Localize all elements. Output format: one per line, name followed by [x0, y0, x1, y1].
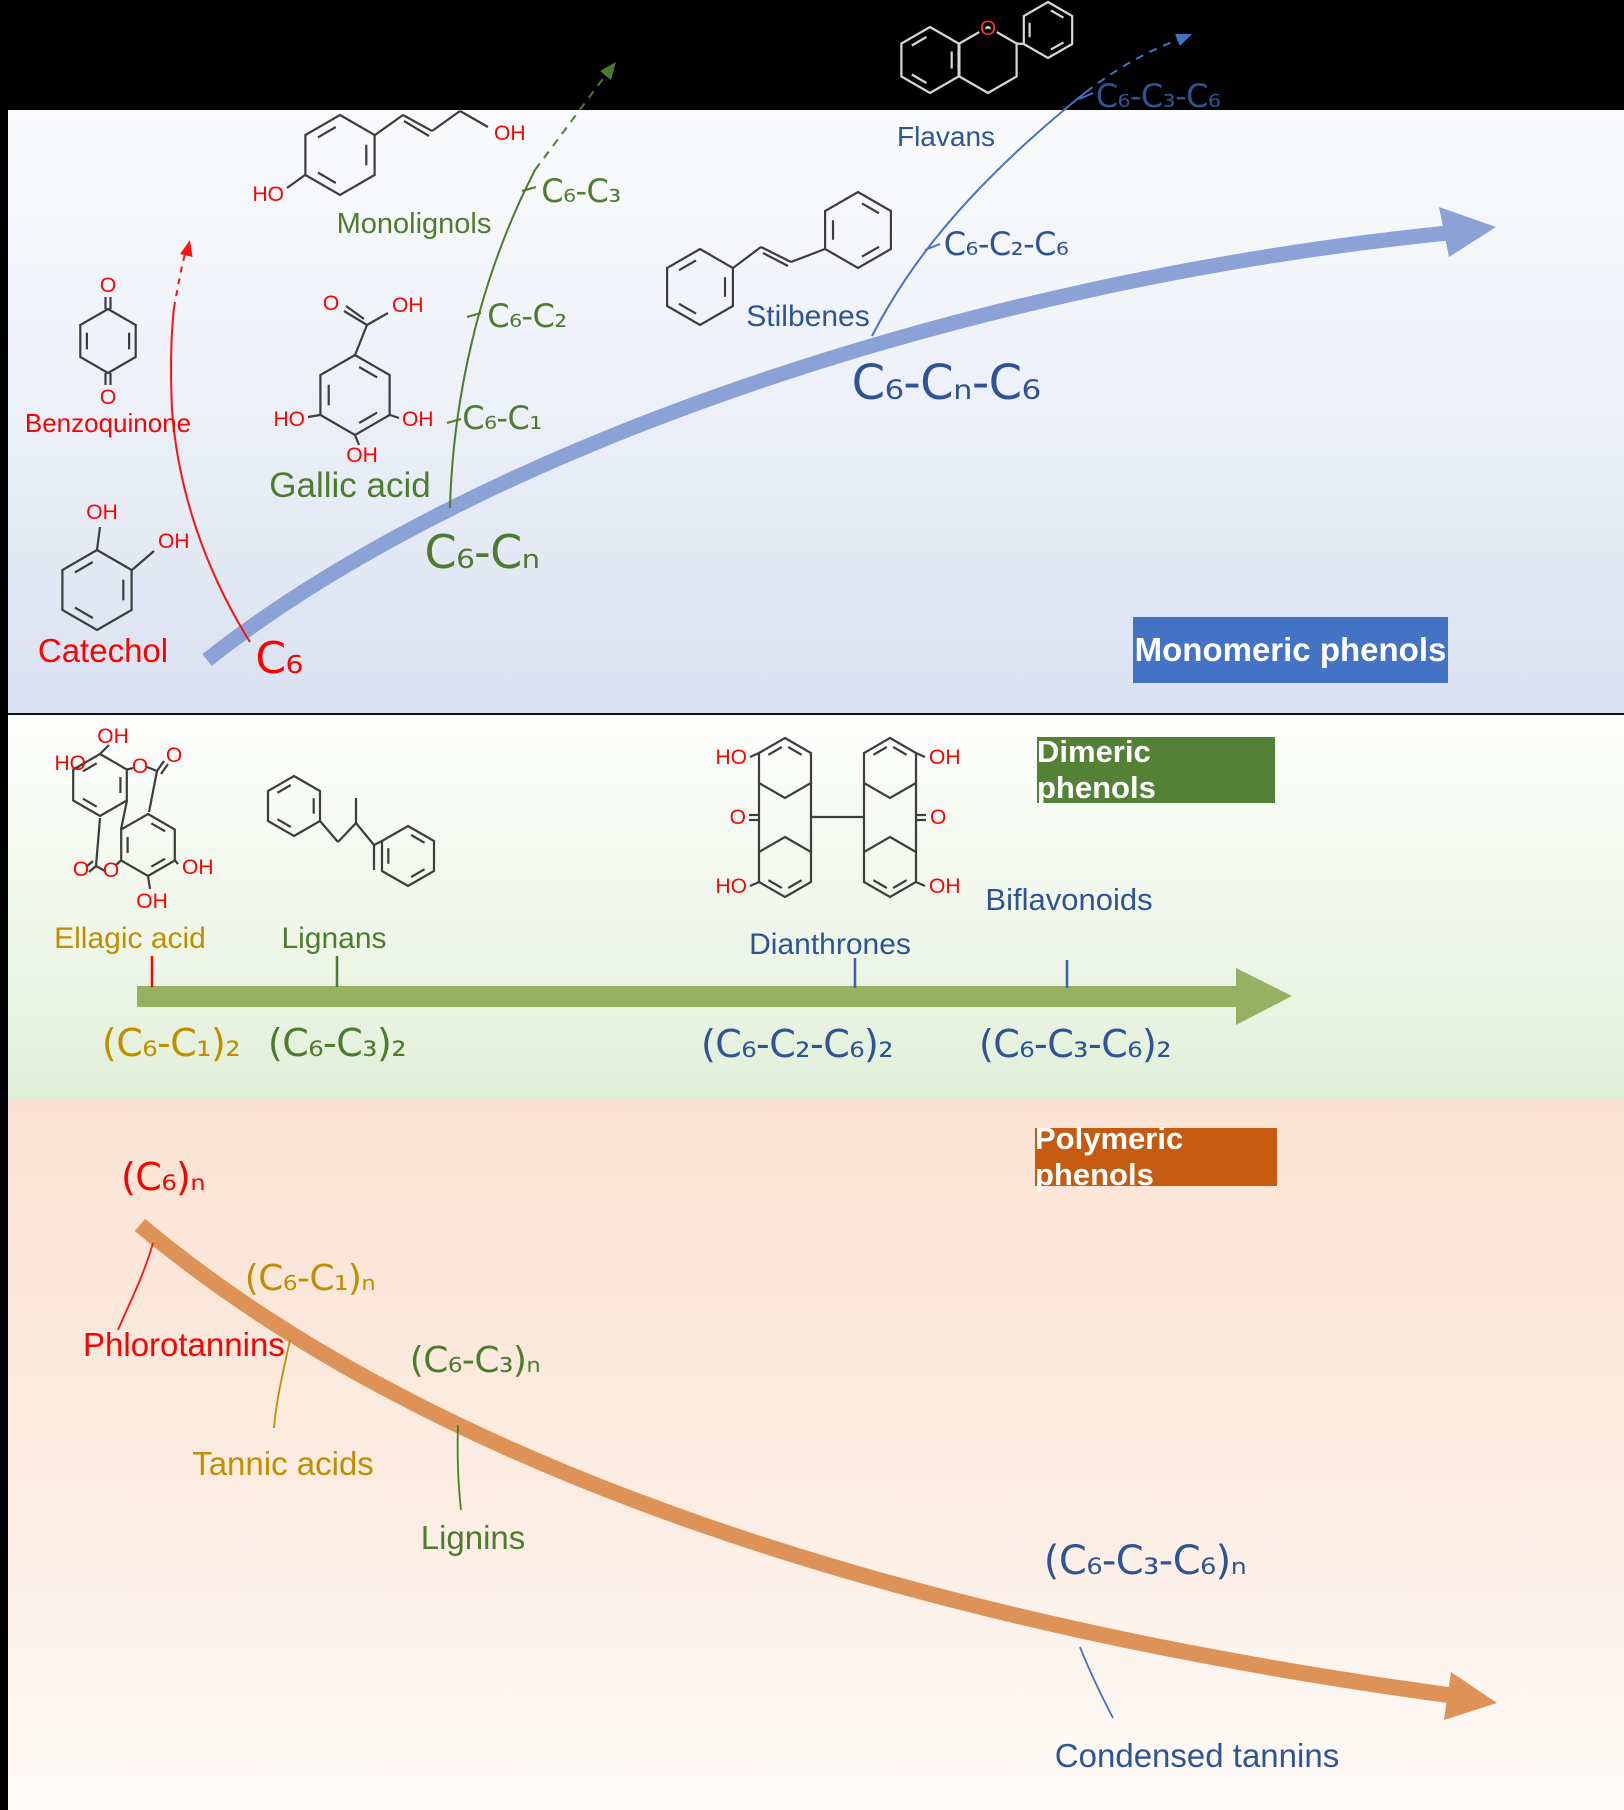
formula-c6-c3-polymer: (C₆-C₃)ₙ — [409, 1340, 541, 1381]
biflavonoids-label: Biflavonoids — [985, 882, 1153, 917]
tick-c6c3c6 — [1078, 92, 1094, 100]
dimeric-phenols-badge: Dimeric phenols — [1037, 734, 1275, 805]
formula-c6-cn-c6: C₆-Cₙ-C₆ — [851, 355, 1041, 411]
green-arrowhead-icon — [600, 62, 616, 80]
atom-o: O — [980, 17, 996, 40]
blue-arrowhead-icon — [1175, 34, 1192, 46]
formula-c6-c1-polymer: (C₆-C₁)ₙ — [244, 1258, 376, 1299]
polymeric-phenols-badge: Polymeric phenols — [1035, 1121, 1277, 1192]
monomeric-phenols-badge: Monomeric phenols — [1133, 617, 1448, 683]
phlorotannins-label: Phlorotannins — [83, 1326, 285, 1363]
formula-c6-c1: C₆-C₁ — [462, 399, 542, 437]
formula-c6-c2-c6: C₆-C₂-C₆ — [943, 225, 1069, 263]
formula-c6-c1-dimer: (C₆-C₁)₂ — [101, 1021, 241, 1065]
formula-c6-c3-c6-dimer: (C₆-C₃-C₆)₂ — [978, 1022, 1172, 1066]
formula-c6-cn: C₆-Cₙ — [424, 525, 540, 579]
monolignols-label: Monolignols — [336, 208, 492, 240]
condensed-tannins-label: Condensed tannins — [1054, 1737, 1340, 1774]
formula-c6-c3-dimer: (C₆-C₃)₂ — [267, 1021, 407, 1065]
benzoquinone-label: Benzoquinone — [24, 408, 192, 438]
stilbenes-label: Stilbenes — [746, 300, 870, 333]
formula-c6: C₆ — [255, 633, 303, 684]
lignans-label: Lignans — [281, 922, 387, 955]
formula-c6-c2-c6-dimer: (C₆-C₂-C₆)₂ — [700, 1022, 894, 1066]
ellagic-acid-label: Ellagic acid — [54, 922, 206, 955]
formula-c6-c3-c6-polymer: (C₆-C₃-C₆)ₙ — [1043, 1538, 1247, 1584]
tannic-acids-label: Tannic acids — [192, 1445, 374, 1482]
structure-flavan: O — [900, 0, 1074, 95]
formula-c6-polymer: (C₆)ₙ — [120, 1155, 206, 1199]
formula-c6-c2: C₆-C₂ — [487, 297, 567, 335]
flavans-label: Flavans — [896, 121, 996, 152]
lignins-label: Lignins — [420, 1519, 526, 1556]
dianthrones-label: Dianthrones — [749, 928, 911, 961]
formula-c6-c3: C₆-C₃ — [541, 172, 621, 210]
gallic-acid-label: Gallic acid — [269, 466, 431, 505]
catechol-label: Catechol — [37, 632, 169, 669]
formula-c6-c3-c6: C₆-C₃-C₆ — [1095, 77, 1221, 115]
